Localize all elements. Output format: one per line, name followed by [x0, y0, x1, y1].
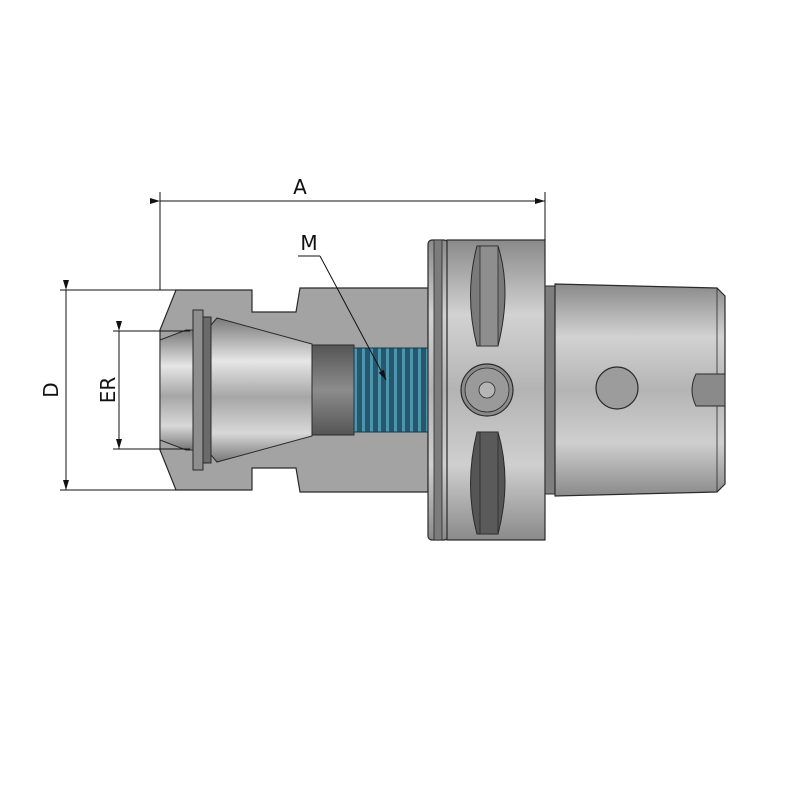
dimension-d-label: D [39, 382, 63, 397]
dimension-er: ER [96, 321, 190, 450]
dimension-a-label: A [293, 175, 307, 199]
dimension-d: D [39, 280, 176, 491]
collet [159, 317, 313, 463]
shank-hole-icon [595, 366, 639, 410]
shank-notch-icon [691, 373, 726, 407]
inner-bore [311, 344, 355, 436]
dimension-m: M [298, 231, 387, 381]
shank [544, 283, 726, 497]
collet-nut-ring [192, 309, 212, 471]
flange [446, 239, 546, 541]
dimension-m-label: M [300, 231, 317, 255]
flange-groove [427, 239, 449, 541]
thread-m [353, 347, 429, 433]
dimension-er-label: ER [96, 377, 120, 404]
dimension-a: A [150, 175, 546, 290]
